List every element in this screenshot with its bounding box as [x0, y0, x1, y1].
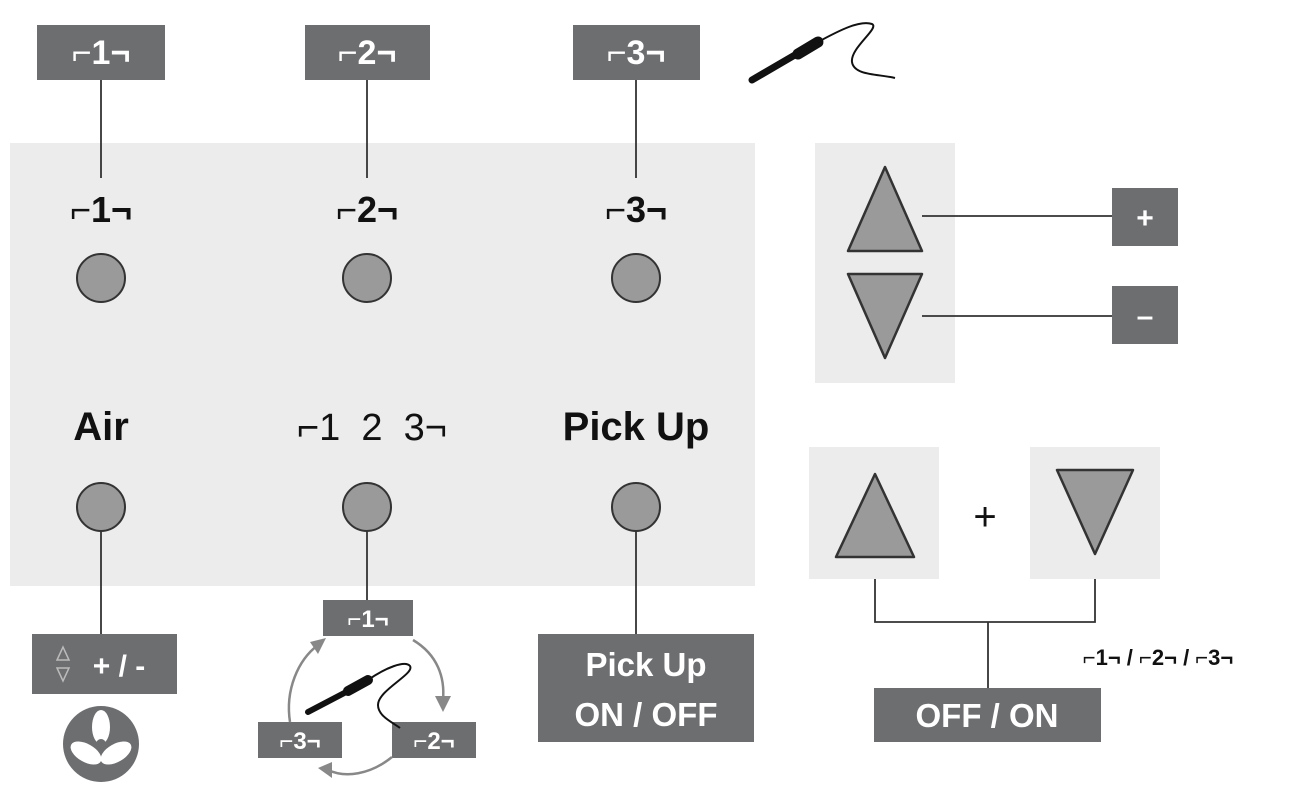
arrow-down-icon[interactable]: [846, 272, 924, 360]
top-tag-1: ⌐1¬: [72, 34, 131, 72]
cycle-arrows-icon: [287, 638, 451, 778]
top-tag-3-box: [573, 25, 700, 80]
fan-icon: [63, 706, 139, 782]
top-tag-2: ⌐2¬: [338, 34, 397, 72]
preset-label-2: ⌐2¬: [336, 189, 398, 230]
preset-list: ⌐1¬ / ⌐2¬ / ⌐3¬: [1083, 645, 1233, 670]
air-tag: + / -: [93, 650, 146, 683]
combo-bracket: [874, 579, 1096, 623]
top-tag-1-box: [37, 25, 165, 80]
preset-3-button[interactable]: [611, 253, 661, 303]
pickup-button[interactable]: [611, 482, 661, 532]
pickup-tag-line1: Pick Up: [585, 646, 706, 683]
pickup-tag-line2: ON / OFF: [575, 696, 718, 733]
cycle-tag-2: ⌐2¬: [413, 728, 454, 755]
arrow-up-icon[interactable]: [846, 165, 924, 253]
cycle-tag-1-box: [323, 600, 413, 636]
offon-tag-box: [874, 688, 1101, 742]
soldering-iron-icon: [748, 22, 896, 84]
preset-label-3: ⌐3¬: [605, 189, 667, 230]
select-label: ⌐1 2 3¬: [297, 407, 447, 449]
minus-tag: –: [1137, 300, 1154, 333]
top-tag-2-box: [305, 25, 430, 80]
combo-arrow-up-icon[interactable]: [834, 472, 916, 559]
cycle-tag-3-box: [258, 722, 342, 758]
cycle-tag-3: ⌐3¬: [279, 728, 320, 755]
select-button[interactable]: [342, 482, 392, 532]
minus-tag-box: [1112, 286, 1178, 344]
preset-1-button[interactable]: [76, 253, 126, 303]
air-tag-box: [32, 634, 177, 694]
combo-arrow-down-icon[interactable]: [1055, 468, 1135, 556]
preset-label-1: ⌐1¬: [70, 189, 132, 230]
air-label: Air: [73, 405, 129, 449]
plus-tag: +: [1136, 202, 1154, 235]
pickup-label: Pick Up: [563, 405, 710, 449]
pickup-tag-box: [538, 634, 754, 742]
cycle-tag-1: ⌐1¬: [347, 606, 388, 633]
cycle-soldering-iron-icon: [305, 662, 412, 729]
air-button[interactable]: [76, 482, 126, 532]
offon-tag: OFF / ON: [916, 697, 1059, 734]
cycle-tag-2-box: [392, 722, 476, 758]
combo-plus: +: [973, 495, 996, 539]
preset-2-button[interactable]: [342, 253, 392, 303]
plus-tag-box: [1112, 188, 1178, 246]
top-tag-3: ⌐3¬: [607, 34, 666, 72]
up-down-arrows-icon: [55, 645, 71, 683]
